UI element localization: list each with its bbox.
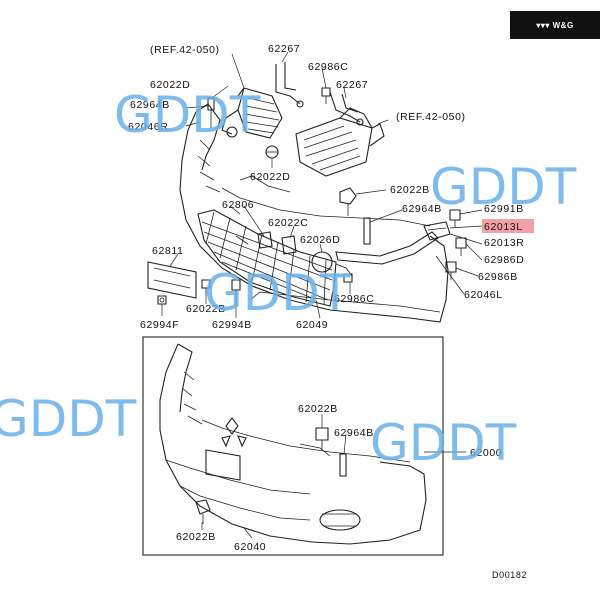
part-62964b-a: 62964B: [130, 99, 170, 111]
part-62049: 62049: [296, 319, 328, 331]
watermarks: GDDT GDDT GDDT GDDT GDDT: [0, 86, 577, 472]
screw-62994b: [231, 279, 241, 302]
part-62022b-d: 62022B: [176, 531, 216, 543]
clip-62022b-upper-right: [339, 187, 357, 216]
part-62994b: 62994B: [212, 319, 252, 331]
watermark-4: GDDT: [0, 390, 137, 448]
part-62013l: 62013L: [484, 221, 523, 233]
brand-logo-text: ▾▾▾ W&G: [536, 21, 573, 30]
pin-62964b-right: [363, 217, 371, 245]
bolt-62986c-lower: [343, 273, 353, 283]
watermark-2: GDDT: [430, 158, 577, 216]
part-62811: 62811: [152, 245, 183, 257]
part-62267-b: 62267: [336, 79, 368, 91]
wings-logo-icon: ▾▾▾: [536, 20, 553, 30]
part-62013r: 62013R: [484, 237, 524, 249]
lower-grille: [197, 209, 337, 307]
part-62986c-a: 62986C: [308, 61, 348, 73]
ref-label-left: (REF.42-050): [150, 44, 220, 56]
part-62022d-b: 62022D: [250, 171, 290, 183]
screw-62994f: [157, 295, 167, 305]
part-62964b-c: 62964B: [334, 427, 374, 439]
left-fog-bracket: [221, 87, 283, 139]
part-62267-a: 62267: [268, 43, 300, 55]
leader-lines: [161, 51, 483, 539]
part-62994f: 62994F: [140, 319, 179, 331]
part-62986d: 62986D: [484, 254, 524, 266]
part-62986c-b: 62986C: [334, 293, 374, 305]
bracket-stay-right: [329, 91, 364, 126]
bolt-62986d: [455, 237, 467, 256]
license-plate-bracket: [147, 261, 197, 299]
brand-name: W&G: [552, 20, 574, 30]
watermark-5: GDDT: [370, 414, 517, 472]
right-fog-bracket: [295, 107, 385, 177]
watermark-3: GDDT: [204, 264, 351, 322]
part-62046l: 62046L: [464, 289, 503, 301]
bolt-62986c: [321, 87, 331, 104]
part-62806: 62806: [222, 199, 254, 211]
part-62022d-a: 62022D: [150, 79, 190, 91]
clip-62022b-bottom: [195, 499, 211, 524]
screw-62991b: [449, 209, 461, 228]
trim-strip-62046l: [335, 231, 439, 265]
pin-62964b-lower: [339, 453, 347, 477]
bracket-stay-left: [275, 62, 304, 108]
clip-62022c: [281, 235, 297, 255]
ref-label-right: (REF.42-050): [396, 111, 466, 123]
part-62022c: 62022C: [268, 217, 308, 229]
part-62000: 62000: [470, 447, 502, 459]
part-62986b: 62986B: [478, 271, 518, 283]
part-62022b-c: 62022B: [298, 403, 338, 415]
part-62026d: 62026D: [300, 234, 340, 246]
watermark-1: GDDT: [114, 86, 261, 144]
part-62046r: 62046R: [128, 121, 168, 133]
part-62040: 62040: [234, 541, 266, 553]
part-62991b: 62991B: [484, 203, 524, 215]
part-62964b-b: 62964B: [402, 203, 442, 215]
bracket-62806: [257, 231, 273, 249]
diagram-code: D00182: [492, 570, 527, 580]
clip-62022b-lower: [315, 427, 329, 450]
clip-62022b-grille: [201, 279, 211, 296]
bumper-assembly-lower: [159, 343, 427, 545]
completed-assembly-frame: [142, 336, 444, 556]
part-labels: (REF.42-050) 62267 62986C 62267 62022D 6…: [128, 43, 527, 580]
clip-62022d-lower: [265, 145, 279, 159]
brand-logo-box: ▾▾▾ W&G: [510, 11, 600, 39]
front-bumper-cover: [179, 103, 449, 323]
highlight-62013l: [482, 219, 534, 233]
part-62022b-b: 62022B: [186, 303, 226, 315]
part-62022b-a: 62022B: [390, 184, 430, 196]
